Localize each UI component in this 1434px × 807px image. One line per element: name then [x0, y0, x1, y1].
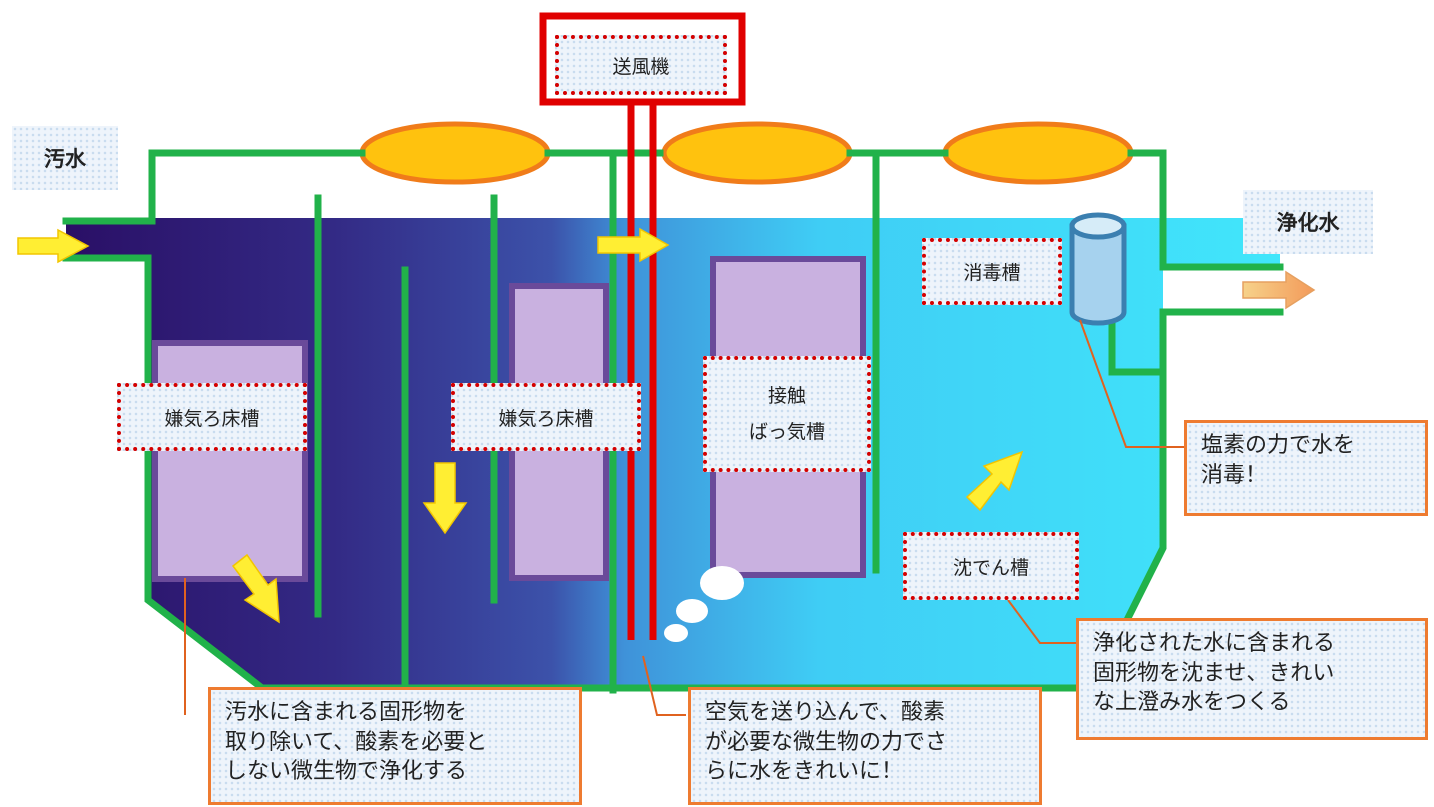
contact-aeration-tank-label: 接触 ばっ気槽: [703, 356, 871, 472]
chlorine-cylinder: [1069, 212, 1127, 326]
diagonal-arrow: [231, 553, 280, 624]
aeration-note: 空気を送り込んで、酸素 が必要な微生物の力でさ らに水をきれいに！: [688, 687, 1042, 805]
sedimentation-note: 浄化された水に含まれる 固形物を沈ませ、きれい な上澄み水をつくる: [1076, 618, 1428, 740]
air-bubble-2: [676, 599, 708, 623]
sedimentation-note-line-1: 浄化された水に含まれる: [1093, 631, 1336, 656]
aeration-note-line-1: 空気を送り込んで、酸素: [705, 700, 946, 725]
anaerobic-note-line-2: 取り除いて、酸素を必要と: [225, 729, 488, 755]
contact-aeration-line-2: ばっ気槽: [748, 421, 825, 443]
filter-media-1: [152, 340, 308, 582]
air-bubble-1: [700, 566, 744, 600]
outlet-label: 浄化水: [1243, 190, 1373, 254]
anaerobic-note-line-1: 汚水に含まれる固形物を: [225, 700, 468, 725]
outlet-arrow: [1242, 270, 1316, 310]
chlorine-note: 塩素の力で水を 消毒！: [1184, 420, 1428, 516]
anaerobic-note: 汚水に含まれる固形物を 取り除いて、酸素を必要と しない微生物で浄化する: [208, 687, 582, 805]
aeration-note-line-2: が必要な微生物の力でさ: [705, 729, 948, 755]
up-arrow: [965, 450, 1024, 512]
aeration-note-line-3: らに水をきれいに！: [705, 759, 904, 785]
chlorine-note-line-2: 消毒！: [1201, 462, 1268, 488]
anaerobic-note-line-3: しない微生物で浄化する: [225, 759, 468, 785]
inlet-label: 汚水: [12, 126, 118, 190]
blower-pipe: [539, 12, 746, 640]
inlet-arrow: [17, 228, 90, 264]
transfer-arrow: [597, 227, 670, 263]
manhole-lid-1: [359, 121, 551, 185]
manhole-lid-2: [661, 121, 853, 185]
down-arrow: [422, 462, 468, 535]
anaerobic-tank-2-label: 嫌気ろ床槽: [451, 383, 641, 451]
manhole-lid-3: [942, 121, 1134, 185]
disinfection-tank-label: 消毒槽: [922, 238, 1062, 305]
sedimentation-note-line-3: な上澄み水をつくる: [1093, 690, 1291, 716]
flow-arrows: [17, 227, 1024, 624]
chlorine-note-line-1: 塩素の力で水を: [1201, 433, 1356, 458]
sedimentation-note-line-2: 固形物を沈ませ、きれい: [1093, 660, 1335, 686]
sedimentation-tank-label: 沈でん槽: [903, 532, 1079, 600]
leader-lines: [184, 319, 1184, 716]
anaerobic-tank-1-label: 嫌気ろ床槽: [117, 383, 307, 451]
air-bubble-3: [664, 624, 688, 642]
blower-label: 送風機: [555, 35, 727, 95]
contact-aeration-line-1: 接触: [767, 384, 806, 407]
